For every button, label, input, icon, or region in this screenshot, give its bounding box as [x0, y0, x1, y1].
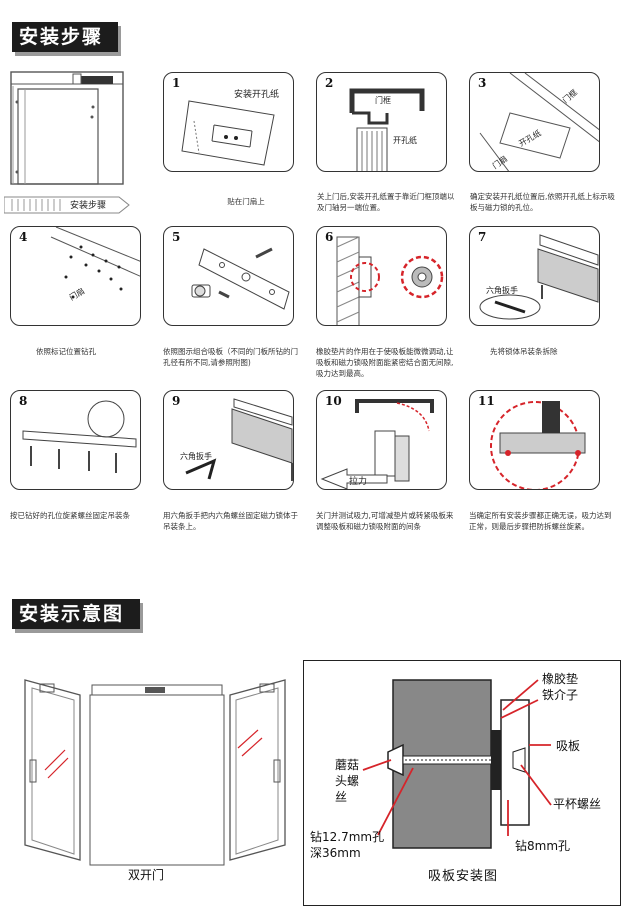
step-card-4: 4 门扇	[10, 226, 141, 326]
step-card-11: 11	[469, 390, 600, 490]
step-number: 9	[172, 394, 181, 408]
step-label: 拉力	[349, 477, 368, 487]
template-on-frame-icon	[479, 73, 599, 171]
section-title-steps: 安装步骤	[12, 22, 118, 52]
step-card-8: 8	[10, 390, 141, 490]
label-drill-12mm: 钻12.7mm孔	[310, 830, 385, 844]
step-card-3: 3 门框 开孔纸 门扇	[469, 72, 600, 172]
step-label: 门框	[375, 96, 391, 105]
step-label: 开孔纸	[393, 136, 417, 145]
rubber-washer-detail-icon	[336, 236, 444, 325]
step-card-2: 2 门框 开孔纸	[316, 72, 447, 172]
door-overview-illustration	[10, 71, 124, 185]
label-drill-8mm: 钻8mm孔	[515, 839, 571, 853]
step-number: 6	[325, 230, 334, 244]
step-card-9: 9 六角扳手	[163, 390, 294, 490]
step-label: 安装开孔纸	[234, 90, 280, 100]
step-caption-3: 确定安装开孔纸位置后,依照开孔纸上标示吸板与磁力锁的孔位。	[470, 192, 615, 212]
step-caption-4: 依照标记位置钻孔	[36, 347, 96, 356]
step-caption-5: 依照图示组合吸板（不同的门板所钻的门孔径有所不同,请参照附图)	[163, 347, 298, 367]
step-number: 4	[19, 230, 28, 244]
drilling-marks-icon	[50, 227, 140, 299]
armature-assembly-icon	[191, 247, 290, 310]
label-mushroom-screw-1: 蘑菇	[335, 758, 360, 772]
double-door-illustration	[24, 679, 286, 866]
step-number: 11	[478, 394, 495, 408]
pull-test-icon	[320, 399, 434, 489]
step-number: 7	[478, 230, 487, 244]
anti-tamper-screw-icon	[490, 401, 586, 489]
template-paper-icon	[181, 100, 275, 166]
step-caption-2: 关上门后,安装开孔纸置于靠近门框顶端以及门轴另一端位置。	[317, 192, 455, 212]
step-number: 10	[325, 394, 342, 408]
step-caption-10: 关门并测试吸力,可增减垫片或转紧吸板来调整吸板和磁力锁吸附面的间条	[316, 511, 454, 531]
step-number: 1	[172, 76, 181, 90]
step-caption-7: 先将锁体吊装条拆除	[490, 347, 558, 356]
section-title-diagram: 安装示意图	[12, 599, 140, 629]
step-number: 8	[19, 394, 28, 408]
label-mushroom-screw-2: 头螺	[335, 774, 360, 788]
step-label: 六角扳手	[180, 452, 212, 461]
armature-diagram-title: 吸板安装图	[428, 869, 499, 884]
step-card-7: 7 六角扳手	[469, 226, 600, 326]
mounting-plate-screws-icon	[22, 400, 137, 473]
steps-banner-label: 安装步骤	[70, 201, 107, 211]
step-number: 5	[172, 230, 181, 244]
step-number: 2	[325, 76, 334, 90]
step-card-10: 10 拉力	[316, 390, 447, 490]
label-rubber-washer: 橡胶垫	[542, 672, 579, 686]
step-caption-9: 用六角扳手把内六角螺丝固定磁力锁体于吊装条上。	[163, 511, 298, 531]
step-number: 3	[478, 76, 487, 90]
step-card-1: 1 安装开孔纸	[163, 72, 294, 172]
maglock-fixing-icon	[185, 398, 293, 481]
label-armature-plate: 吸板	[556, 739, 581, 753]
label-iron-spacer: 铁介子	[542, 688, 579, 702]
step-caption-6: 橡胶垫片的作用在于使吸板能微微调动,让吸板和磁力锁吸附面能紧密结合面无间隙,吸力…	[316, 347, 454, 378]
maglock-bracket-icon	[479, 234, 599, 320]
step-card-5: 5	[163, 226, 294, 326]
steps-arrow-banner	[4, 196, 130, 214]
step-caption-1: 贴在门扇上	[227, 197, 265, 206]
armature-install-drawing	[362, 679, 552, 849]
double-door-caption: 双开门	[128, 868, 165, 882]
step-caption-11: 当确定所有安装步骤都正确无误，吸力达到正常，则最后步骤把防拆螺丝旋紧。	[469, 511, 612, 531]
label-drill-depth: 深36mm	[310, 846, 361, 860]
step-card-6: 6	[316, 226, 447, 326]
label-mushroom-screw-3: 丝	[335, 790, 348, 804]
step-caption-8: 按已钻好的孔位旋紧螺丝固定吊装条	[10, 511, 130, 520]
armature-install-frame	[303, 660, 621, 906]
label-flat-cup-screw: 平杯螺丝	[553, 797, 602, 811]
door-frame-section-icon	[349, 88, 425, 171]
step-label: 六角扳手	[486, 286, 518, 295]
